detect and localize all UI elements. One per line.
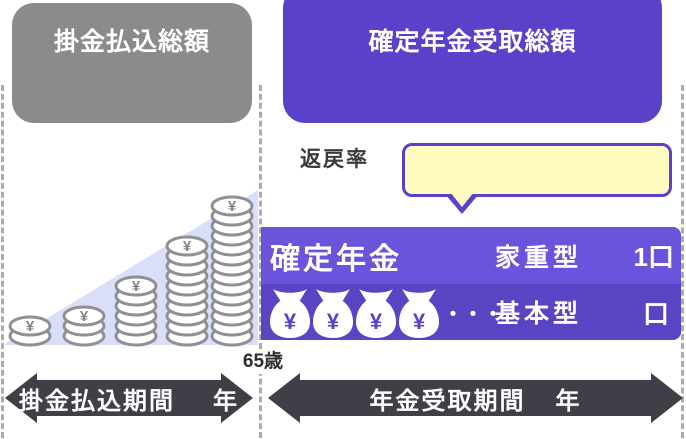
money-bag-icons: ¥ ¥ ¥ ¥: [270, 289, 439, 338]
basic-annuity-row: ¥ ¥ ¥ ¥ ・・・ 基本型 口: [261, 284, 681, 340]
premium-total-box: 掛金払込総額: [12, 3, 252, 123]
double-arrow-icon: [268, 373, 683, 423]
weighted-type-units: 1口: [633, 242, 674, 272]
return-rate-bubble: [402, 143, 672, 197]
svg-text:¥: ¥: [327, 309, 340, 334]
svg-text:¥: ¥: [183, 238, 192, 255]
annuity-period-arrow: 年金受取期間 年: [268, 373, 683, 423]
premium-period-arrow: 掛金払込期間 年: [5, 373, 253, 423]
age-65-dashed-line: [259, 85, 262, 438]
svg-text:¥: ¥: [413, 309, 426, 334]
premium-period-unit: 年: [213, 387, 239, 415]
coin-stacks: ¥ ¥ ¥ ¥ ¥: [8, 195, 254, 347]
basic-type-label: 基本型: [495, 300, 583, 328]
age-65-marker: 65歳: [230, 350, 296, 374]
fixed-annuity-row: 確定年金 家重型 1口: [261, 227, 681, 284]
basic-type-units: 口: [642, 298, 669, 329]
premium-total-label: 掛金払込総額: [53, 28, 210, 56]
ellipsis-dots: ・・・: [443, 303, 503, 326]
premium-period-label: 掛金払込期間: [19, 387, 175, 415]
svg-text:¥: ¥: [80, 308, 89, 325]
double-arrow-icon: [5, 373, 253, 423]
annuity-period-unit: 年: [555, 387, 582, 415]
period-start-dashed-line: [1, 85, 4, 438]
money-bag-icon: ¥: [356, 289, 396, 338]
annuity-total-box: 確定年金受取総額: [283, 0, 662, 123]
weighted-type-label: 家重型: [495, 243, 583, 272]
svg-text:¥: ¥: [26, 318, 35, 335]
annuity-total-label: 確定年金受取総額: [368, 28, 577, 56]
return-rate-label: 返戻率: [300, 148, 369, 171]
svg-text:¥: ¥: [228, 198, 237, 215]
svg-text:¥: ¥: [370, 309, 383, 334]
fixed-annuity-label: 確定年金: [270, 242, 402, 276]
annuity-period-label: 年金受取期間: [369, 387, 526, 415]
money-bag-icon: ¥: [313, 289, 353, 338]
svg-text:¥: ¥: [284, 309, 297, 334]
svg-text:¥: ¥: [132, 278, 141, 295]
money-bag-icon: ¥: [399, 289, 439, 338]
period-end-dashed-line: [681, 85, 684, 438]
bubble-tail-icon: [445, 192, 479, 214]
money-bag-icon: ¥: [270, 289, 310, 338]
